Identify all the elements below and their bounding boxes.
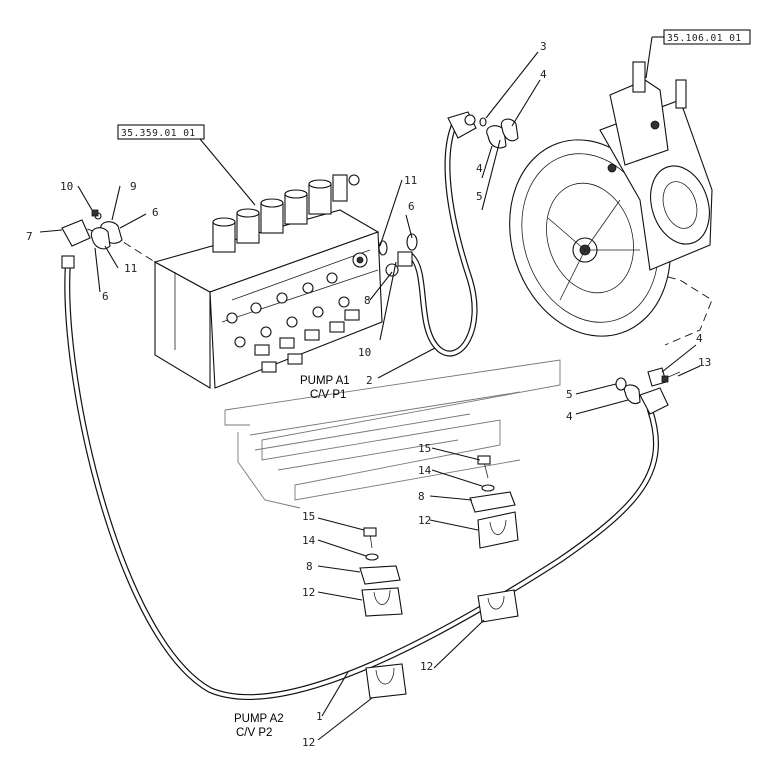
flange-halves [90,118,641,405]
frame-outline [224,359,561,509]
cv-p2-label: C/V P2 [236,727,272,739]
part-number: 10 [358,346,371,359]
clamp-upper-left [359,565,403,617]
valve-reference-label: 35.359.01 01 [121,128,196,139]
part-number: 11 [124,262,137,275]
hose-pump-a1 [407,122,478,357]
callout-pump-a1: PUMP A1 C/V P1 [300,375,350,401]
elbow-fitting-left [61,219,91,269]
part-number: 4 [696,332,703,345]
valve-fittings [378,233,418,277]
part-number: 4 [566,410,573,423]
elbow-fitting-right [639,367,669,415]
part-number: 12 [302,736,315,749]
part-number: 3 [540,40,547,53]
washers [365,484,495,561]
part-number: 5 [476,190,483,203]
callout-pump-a2: PUMP A2 C/V P2 [234,713,284,739]
part-number: 12 [420,660,433,673]
hydraulic-pump [509,61,713,337]
control-valve-block [153,174,383,389]
part-number: 6 [102,290,109,303]
clamp-lower-right [477,589,519,623]
leader-lines [39,51,701,741]
part-number: 8 [364,294,371,307]
part-number: 14 [302,534,316,547]
bolts [91,209,681,549]
clamp-lower-left [365,663,407,699]
pump-a1-label: PUMP A1 [300,375,350,387]
pump-reference-box[interactable]: 35.106.01 01 [645,29,751,79]
part-number: 5 [566,388,573,401]
part-number: 15 [418,442,431,455]
part-number: 11 [404,174,417,187]
hose-pump-a2 [64,259,659,701]
part-number: 12 [302,586,315,599]
part-number: 2 [366,374,373,387]
part-number: 13 [698,356,711,369]
valve-reference-box[interactable]: 35.359.01 01 [117,124,256,206]
part-number: 12 [418,514,431,527]
part-number: 8 [306,560,313,573]
lower-fittings [254,309,360,373]
solenoid-row [212,174,360,253]
pump-a2-label: PUMP A2 [234,713,284,725]
clamp-upper-right [469,491,519,549]
part-number: 4 [476,162,483,175]
part-number: 10 [60,180,73,193]
part-number: 9 [130,180,137,193]
part-number: 7 [26,230,33,243]
part-number: 6 [408,200,415,213]
cv-p1-label: C/V P1 [310,389,346,401]
part-number: 6 [152,206,159,219]
pump-reference-label: 35.106.01 01 [667,33,742,44]
part-number: 4 [540,68,547,81]
elbow-fitting-upper [447,111,477,139]
part-numbers: 3 4 4 5 4 13 5 4 10 9 6 7 11 6 11 6 8 10… [26,40,711,749]
part-number: 8 [418,490,425,503]
part-number: 15 [302,510,315,523]
part-number: 1 [316,710,323,723]
centerline-left [74,224,156,263]
part-number: 14 [418,464,432,477]
